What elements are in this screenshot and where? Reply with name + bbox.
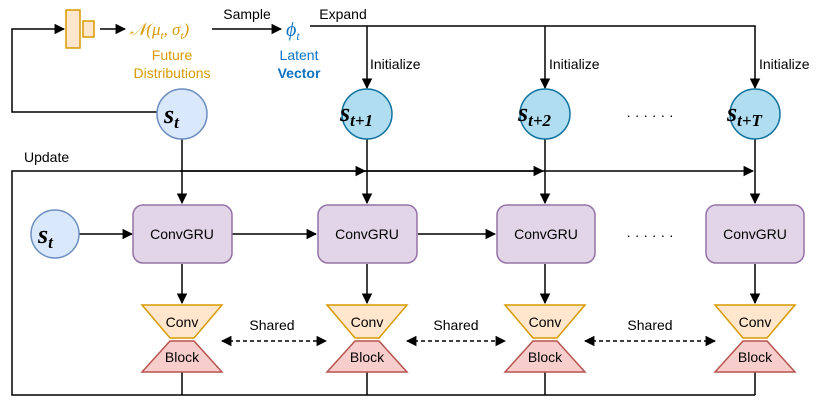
initialize-label-1: Initialize (370, 56, 421, 72)
svg-text:Conv: Conv (739, 314, 772, 330)
svg-text:ConvGRU: ConvGRU (335, 226, 399, 242)
update-label: Update (24, 149, 69, 165)
distribution-caption-2: Distributions (133, 65, 210, 81)
svg-text:ConvGRU: ConvGRU (150, 226, 214, 242)
conv-block-4: Conv Block (713, 304, 797, 373)
state-node-t: st (156, 88, 208, 140)
convgru-box-2: ConvGRU (317, 204, 418, 264)
svg-text:st: st (37, 220, 54, 252)
initialize-label-3: Initialize (759, 56, 810, 72)
convgru-box-1: ConvGRU (132, 204, 233, 264)
conv-block-2: Conv Block (325, 304, 409, 373)
svg-text:Block: Block (528, 349, 563, 365)
expand-line (310, 25, 761, 90)
shared-label-2: Shared (433, 317, 478, 333)
state-node-t-plus-T: st+T (726, 88, 781, 140)
sample-label: Sample (223, 6, 271, 22)
conv-block-3: Conv Block (503, 304, 587, 373)
svg-text:Conv: Conv (166, 314, 199, 330)
state-ellipsis: · · · · · · (626, 107, 673, 123)
convgru-box-3: ConvGRU (496, 204, 596, 264)
svg-text:Block: Block (350, 349, 385, 365)
encoder-icon (65, 9, 95, 49)
latent-caption-1: Latent (280, 47, 319, 63)
svg-text:st+T: st+T (726, 98, 763, 130)
distribution-label: 𝒩(μt, σt) (130, 20, 190, 42)
latent-caption-2: Vector (278, 65, 321, 81)
svg-text:Conv: Conv (529, 314, 562, 330)
expand-label: Expand (319, 6, 366, 22)
svg-text:ConvGRU: ConvGRU (723, 226, 787, 242)
shared-label-1: Shared (249, 317, 294, 333)
state-node-t-plus-1: st+1 (339, 88, 393, 140)
convgru-ellipsis: · · · · · · (626, 227, 673, 243)
input-state-node: st (30, 209, 80, 259)
svg-text:Conv: Conv (351, 314, 384, 330)
svg-text:st+1: st+1 (339, 98, 373, 130)
svg-text:st+2: st+2 (517, 98, 552, 130)
initialize-label-2: Initialize (549, 56, 600, 72)
svg-text:st: st (163, 100, 180, 132)
feedback-line (11, 23, 158, 113)
state-node-t-plus-2: st+2 (517, 88, 571, 140)
shared-label-3: Shared (627, 317, 672, 333)
distribution-caption-1: Future (152, 47, 193, 63)
conv-block-1: Conv Block (140, 304, 224, 373)
convgru-box-4: ConvGRU (705, 204, 805, 264)
svg-text:ConvGRU: ConvGRU (514, 226, 578, 242)
phi-label: ϕt (286, 19, 300, 43)
svg-text:Block: Block (738, 349, 773, 365)
svg-text:Block: Block (165, 349, 200, 365)
